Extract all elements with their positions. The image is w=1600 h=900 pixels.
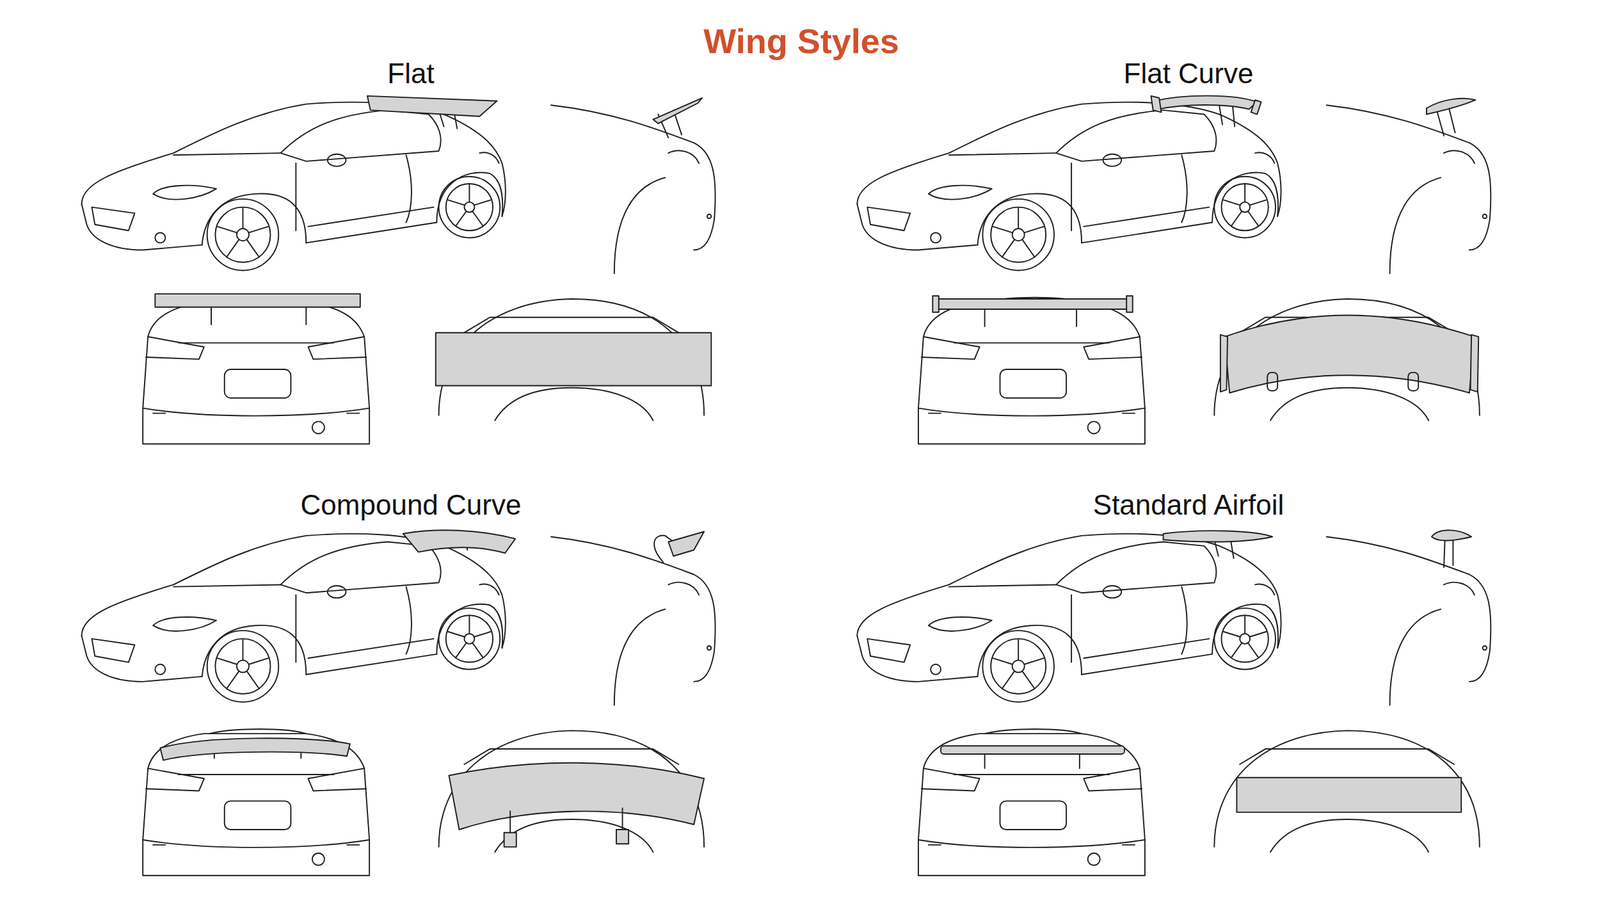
style-label: Standard Airfoil (1093, 488, 1284, 521)
style-label: Compound Curve (300, 488, 522, 521)
style-label: Flat Curve (1123, 57, 1254, 90)
diagram-title: Wing Styles (703, 21, 900, 61)
style-label: Flat (387, 57, 434, 90)
